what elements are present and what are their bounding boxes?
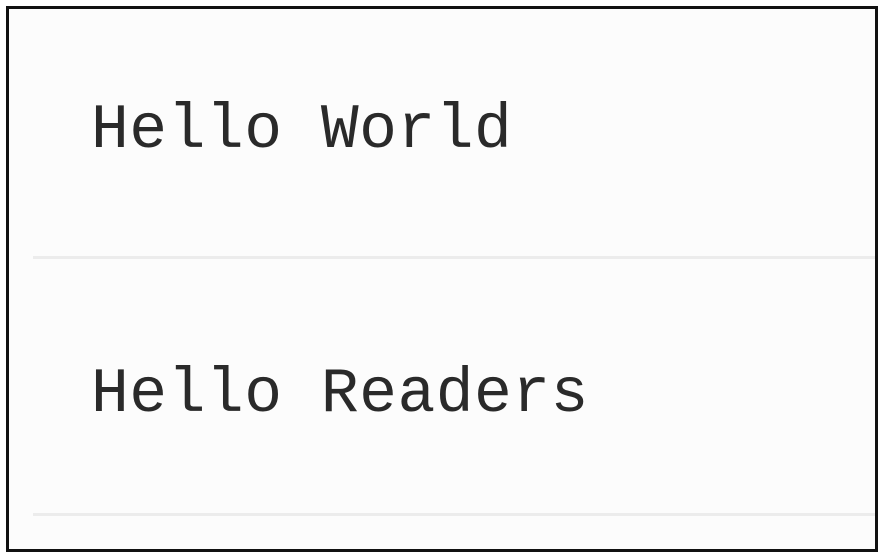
list-item-hello-world: Hello World [33,9,875,259]
window-frame: Hello World Hello Readers [6,6,878,552]
list-item-label: Hello World [91,95,513,166]
list-item-label: Hello Readers [91,359,589,430]
list-item-hello-readers: Hello Readers [33,259,875,516]
text-list: Hello World Hello Readers [9,9,875,516]
